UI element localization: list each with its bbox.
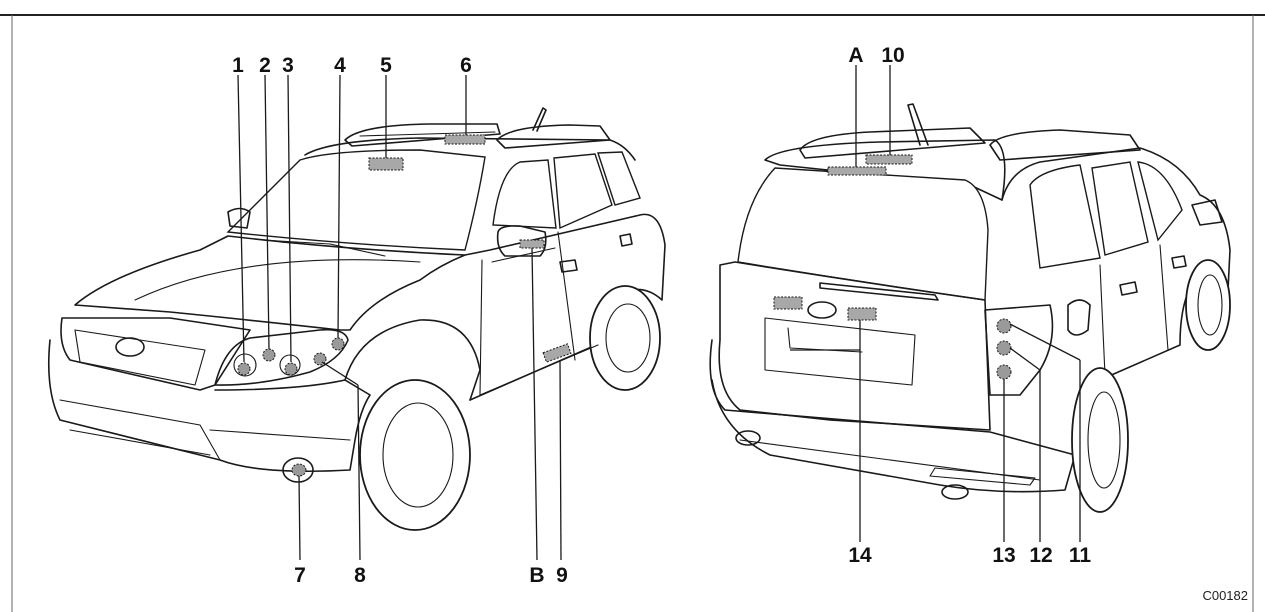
rear-lamp-11	[996, 318, 1012, 334]
rear-lamp-A	[827, 166, 887, 176]
callout-8: 8	[354, 564, 366, 587]
callout-13: 13	[992, 544, 1015, 567]
rear-lamp-14-right	[847, 307, 877, 321]
front-vehicle	[47, 107, 666, 531]
front-lamp-7	[291, 463, 307, 477]
callout-1: 1	[232, 54, 244, 77]
callout-10: 10	[881, 44, 904, 67]
rear-lamp-14-left	[773, 296, 803, 310]
callout-5: 5	[380, 54, 392, 77]
front-lamp-1	[237, 362, 251, 376]
callout-11: 11	[1069, 544, 1092, 567]
leader-lines	[237, 65, 1081, 561]
callout-4: 4	[334, 54, 346, 77]
callout-12: 12	[1029, 544, 1052, 567]
front-lamp-4	[331, 337, 345, 351]
callout-3: 3	[282, 54, 294, 77]
rear-lamp-13	[996, 364, 1012, 380]
front-lamp-6	[444, 134, 486, 145]
front-lamp-2	[262, 348, 276, 362]
callout-labels: 1 2 3 4 5 6 7 8 B 9 A 10 14 13 12 11	[232, 44, 1091, 587]
rear-vehicle	[709, 103, 1231, 513]
front-lamp-3	[284, 362, 298, 376]
front-lamp-B	[519, 239, 545, 249]
callout-9: 9	[556, 564, 568, 587]
callout-A: A	[848, 44, 863, 67]
callout-6: 6	[460, 54, 472, 77]
callout-2: 2	[259, 54, 271, 77]
rear-lamp-12	[996, 340, 1012, 356]
front-lamp-9	[542, 343, 572, 363]
rear-lamp-10	[865, 154, 913, 165]
callout-14: 14	[848, 544, 872, 567]
callout-7: 7	[294, 564, 306, 587]
figure-code: C00182	[1202, 588, 1248, 603]
callout-B: B	[529, 564, 544, 587]
front-lamp-5	[368, 157, 404, 171]
